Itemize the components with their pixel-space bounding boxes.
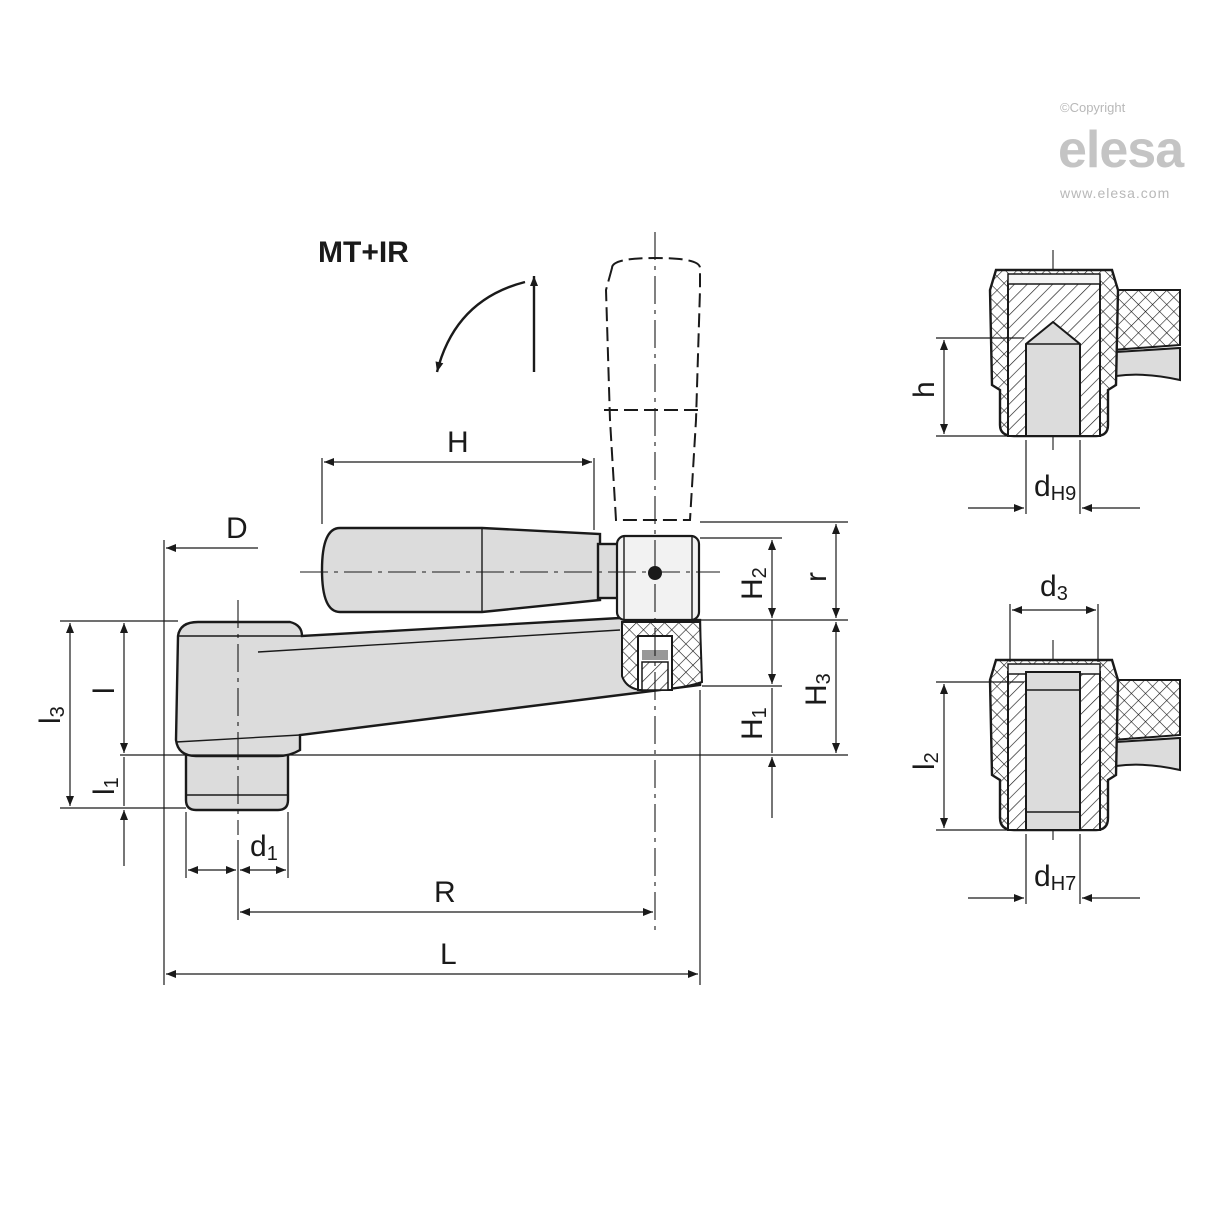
detail-hub-through-hole (988, 658, 1181, 832)
dim-label-D: D (226, 512, 248, 545)
detail-bottom-dimensions: d3 l2 dH7 (908, 570, 1140, 904)
horizontal-handle (320, 526, 701, 622)
dim-label-H2: H2 (736, 567, 771, 600)
model-title: MT+IR (318, 236, 409, 269)
rotation-arrow-icon (435, 276, 538, 373)
dim-label-H1: H1 (736, 707, 771, 740)
extension-lines (60, 458, 848, 985)
dim-label-l1: l1 (88, 777, 123, 795)
dimension-labels: H D r H2 H3 H1 l3 l l1 d1 R L (34, 426, 835, 971)
dim-label-H: H (447, 426, 469, 459)
copyright-watermark: ©Copyright elesa www.elesa.com (1058, 100, 1186, 201)
dim-label-R: R (434, 876, 456, 909)
dim-label-d-H7: dH7 (1034, 860, 1076, 895)
brand-logo: elesa (1058, 121, 1185, 179)
crank-arm (174, 616, 704, 812)
dim-label-l3: l3 (34, 706, 69, 724)
dim-label-h: h (908, 381, 941, 398)
dim-label-l2: l2 (908, 752, 943, 770)
dim-label-l: l (88, 687, 121, 694)
dim-label-d3: d3 (1040, 570, 1068, 605)
copyright-notice: ©Copyright (1060, 100, 1126, 115)
vertical-handle-ghost (604, 256, 701, 521)
detail-top-dimensions: h dH9 (908, 337, 1140, 514)
dim-label-L: L (440, 938, 457, 971)
dim-label-d1: d1 (250, 830, 278, 865)
dimension-lines (66, 458, 840, 978)
dim-label-r: r (800, 572, 833, 582)
website-link: www.elesa.com (1059, 185, 1170, 201)
dim-label-d-H9: dH9 (1034, 470, 1076, 505)
dim-label-H3: H3 (800, 673, 835, 706)
detail-hub-blind-hole (988, 268, 1181, 438)
